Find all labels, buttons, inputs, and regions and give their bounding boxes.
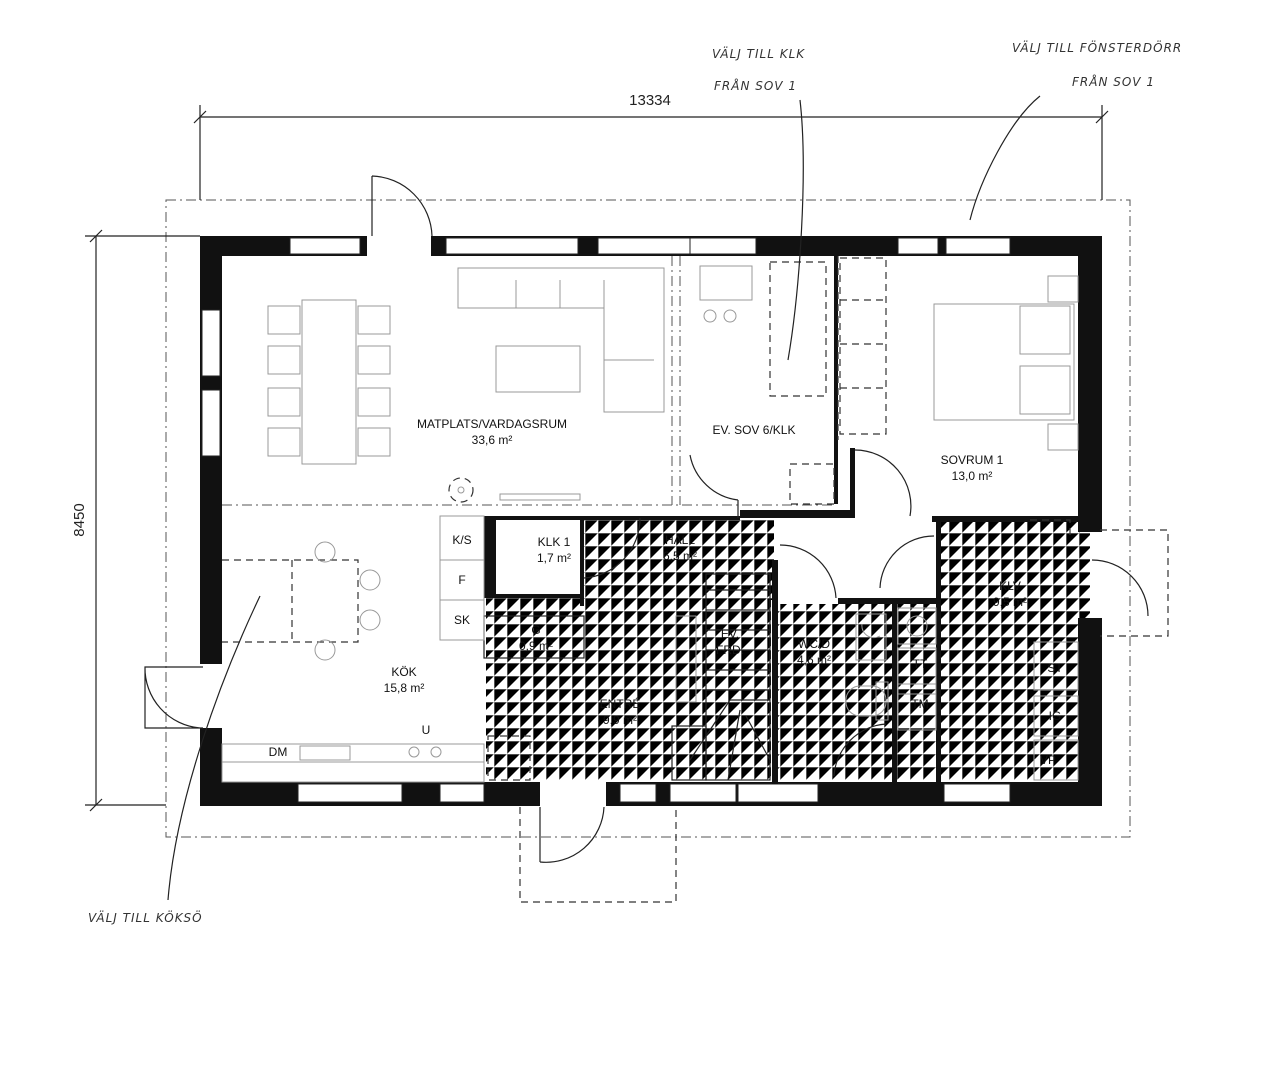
fixture-sk: SK [454,613,470,627]
note-leaders [167,95,1041,901]
room-area-kok: 15,8 m² [384,681,425,695]
fixture-tt: TT [913,657,928,671]
kitchen-table [222,541,381,661]
sofa [448,267,665,503]
room-name-klk1: KLK 1 [538,535,571,549]
wardrobes [839,257,887,435]
room-name-entre: ENTRÉ [600,696,641,711]
ev-sov-furniture [699,261,835,505]
doors [144,175,1169,903]
fixture-u: U [422,723,431,737]
room-area-g: 0,9 m² [519,639,553,653]
fixture-dm: DM [269,745,288,759]
fixture-ks: K/S [452,533,471,547]
room-area-matplats: 33,6 m² [472,433,513,447]
dimension-height: 8450 [71,229,200,812]
note-kok: VÄLJ TILL KÖKSÖ [88,909,203,925]
room-area-klk1: 1,7 m² [537,551,571,565]
room-name-matplats: MATPLATS/VARDAGSRUM [417,417,567,431]
fixture-ig: IG [1049,709,1062,723]
interior-walls [483,248,1082,784]
room-area-hall: 6,5 m² [663,549,697,563]
dimension-width: 13334 [193,92,1109,200]
room-name-ev-sov: EV. SOV 6/KLK [713,423,796,437]
room-name-kok: KÖK [391,665,416,679]
fixture-ev-frd-line2: FRD. [716,643,744,657]
room-name-hall: HALL [665,533,695,547]
width-dimension-label: 13334 [629,92,671,109]
dining-furniture [267,299,391,465]
room-name-g: G [531,623,540,637]
room-name-sovrum1: SOVRUM 1 [941,453,1004,467]
bathroom-fixtures [845,607,937,721]
note-door-line2: FRÅN SOV 1 [1072,74,1155,89]
room-area-entre: 9,9 m² [603,713,637,727]
room-area-wcd: 4,6 m² [797,653,831,667]
room-name-wcd: WC/D [798,637,830,651]
tiled-floors [486,520,1090,780]
height-dimension-label: 8450 [71,503,88,536]
laundry-fixtures [897,519,1079,781]
note-klk-line2: FRÅN SOV 1 [714,78,797,93]
notes: VÄLJ TILL KLK FRÅN SOV 1 VÄLJ TILL FÖNST… [88,39,1182,925]
room-labels: MATPLATS/VARDAGSRUM 33,6 m² EV. SOV 6/KL… [384,417,1027,727]
fixture-tm: TM [911,697,928,711]
fixture-f: F [458,573,465,587]
fixture-labels: K/S F SK DM U TT TM ST IG VP EV. FRD. [269,533,1064,767]
kitchen-counter [221,515,485,783]
fixture-st: ST [1047,661,1063,675]
zone-lines [222,256,839,506]
note-door-line1: VÄLJ TILL FÖNSTERDÖRR [1012,39,1182,55]
fixture-ev-frd-line1: EV. [721,627,739,641]
room-area-klv: 9,5 m² [993,595,1027,609]
eaves-outline [165,199,1131,838]
windows [201,237,1011,803]
bed [933,275,1079,451]
stairs [671,573,771,781]
note-klk-line1: VÄLJ TILL KLK [712,46,805,61]
fixture-vp: VP [1040,753,1056,767]
room-name-klv: KLV [999,579,1021,593]
room-area-sovrum1: 13,0 m² [952,469,993,483]
